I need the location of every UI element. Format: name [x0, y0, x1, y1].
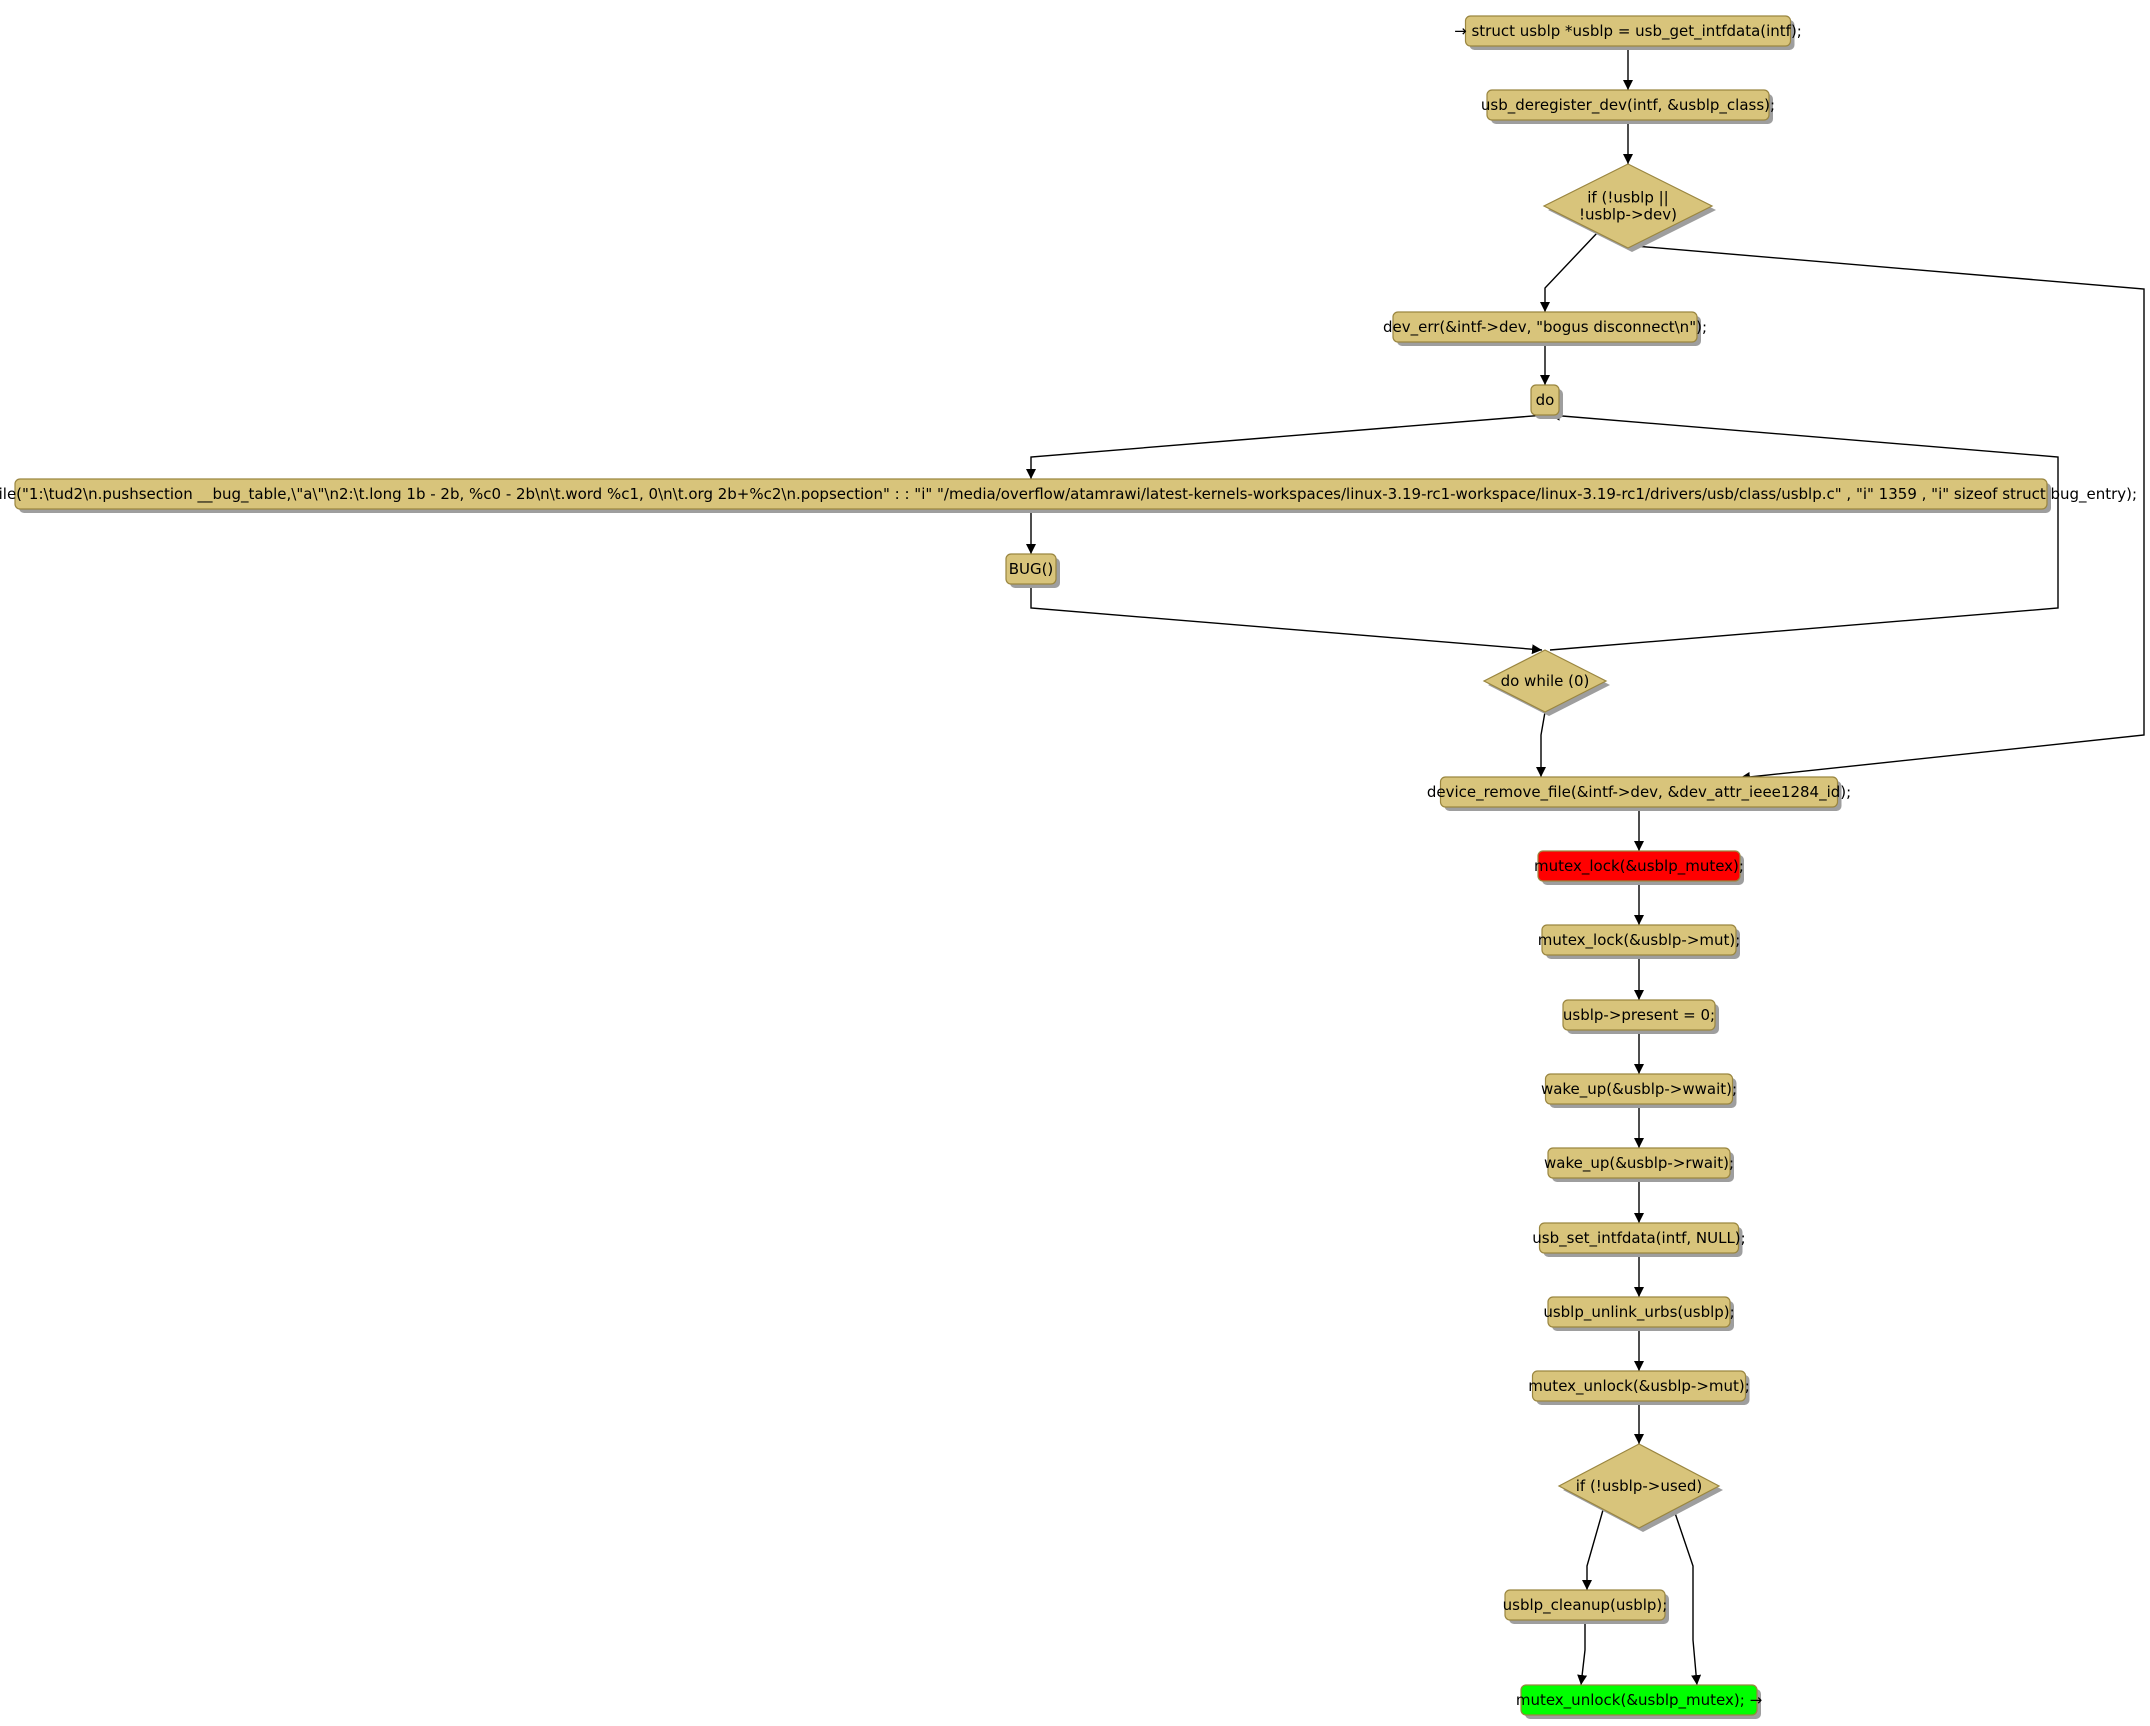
- node-label: wake_up(&usblp->rwait);: [1544, 1154, 1734, 1173]
- node-n11: mutex_lock(&usblp->mut);: [1538, 924, 1741, 959]
- node-label: if (!usblp->used): [1576, 1477, 1703, 1495]
- edge-n3-n9: [1634, 245, 2145, 782]
- node-label: device_remove_file(&intf->dev, &dev_attr…: [1427, 783, 1851, 802]
- node-n3: if (!usblp ||!usblp->dev): [1542, 163, 1716, 252]
- node-label: do: [1536, 391, 1555, 409]
- node-n18: if (!usblp->used): [1557, 1443, 1723, 1532]
- node-n12: usblp->present = 0;: [1562, 999, 1719, 1034]
- node-n16: usblp_unlink_urbs(usblp);: [1543, 1296, 1735, 1331]
- node-label: usblp_unlink_urbs(usblp);: [1543, 1303, 1734, 1322]
- node-n14: wake_up(&usblp->rwait);: [1544, 1147, 1734, 1182]
- node-n17: mutex_unlock(&usblp->mut);: [1528, 1370, 1750, 1405]
- node-n4: dev_err(&intf->dev, "bogus disconnect\n"…: [1383, 311, 1707, 346]
- node-label: mutex_lock(&usblp->mut);: [1538, 931, 1741, 950]
- statement-box: [1439, 776, 1839, 808]
- statement-box: [1562, 999, 1716, 1031]
- node-n19: usblp_cleanup(usblp);: [1503, 1589, 1669, 1624]
- statement-box: [1531, 1370, 1747, 1402]
- edge-n18-n20: [1673, 1509, 1702, 1686]
- statement-box: [1464, 15, 1792, 47]
- decision-diamond: [1557, 1443, 1721, 1529]
- edge-n3-n4: [1540, 231, 1599, 312]
- nodes: → struct usblp *usblp = usb_get_intfdata…: [0, 15, 2137, 1719]
- node-n15: usb_set_intfdata(intf, NULL);: [1532, 1222, 1746, 1257]
- node-label: usb_set_intfdata(intf, NULL);: [1532, 1229, 1745, 1248]
- statement-box: [1520, 1684, 1758, 1716]
- edges: [1026, 46, 2145, 1686]
- decision-diamond: [1542, 163, 1714, 249]
- edge-n19-n20: [1577, 1620, 1588, 1686]
- statement-box: [1541, 924, 1737, 956]
- node-n5: do: [1530, 384, 1563, 419]
- statement-box: [1547, 1147, 1731, 1179]
- node-n1: → struct usblp *usblp = usb_get_intfdata…: [1454, 15, 1802, 50]
- node-label: mutex_unlock(&usblp->mut);: [1528, 1377, 1750, 1396]
- statement-box: [1392, 311, 1698, 343]
- node-label: BUG(): [1009, 560, 1054, 578]
- node-n20: mutex_unlock(&usblp_mutex); →: [1516, 1684, 1762, 1719]
- node-label: usblp_cleanup(usblp);: [1503, 1596, 1668, 1615]
- edge-n7-n8: [1030, 584, 1543, 655]
- node-label: if (!usblp ||: [1587, 189, 1669, 207]
- edge-n5-n6: [1026, 414, 1546, 479]
- node-label: usblp->present = 0;: [1563, 1006, 1715, 1024]
- node-n6: asm volatile("1:\tud2\n.pushsection __bu…: [0, 478, 2137, 513]
- statement-box: [1547, 1296, 1731, 1328]
- statement-box: [1504, 1589, 1666, 1621]
- node-n9: device_remove_file(&intf->dev, &dev_attr…: [1427, 776, 1851, 811]
- node-label: wake_up(&usblp->wwait);: [1541, 1080, 1737, 1099]
- statement-box: [1537, 850, 1741, 882]
- node-n8: do while (0): [1482, 649, 1610, 716]
- node-label: mutex_lock(&usblp_mutex);: [1534, 857, 1744, 876]
- statement-box: [1005, 553, 1057, 585]
- node-n13: wake_up(&usblp->wwait);: [1541, 1073, 1737, 1108]
- edge-n18-n19: [1582, 1509, 1604, 1590]
- node-label: asm volatile("1:\tud2\n.pushsection __bu…: [0, 485, 2137, 504]
- statement-box: [14, 478, 2048, 510]
- decision-diamond: [1482, 649, 1608, 713]
- node-label: → struct usblp *usblp = usb_get_intfdata…: [1454, 22, 1802, 41]
- node-label: mutex_unlock(&usblp_mutex); →: [1516, 1691, 1762, 1710]
- node-n10: mutex_lock(&usblp_mutex);: [1534, 850, 1744, 885]
- edge-n8-n9: [1536, 711, 1546, 777]
- statement-box: [1544, 1073, 1734, 1105]
- node-n7: BUG(): [1005, 553, 1060, 588]
- node-label: !usblp->dev): [1579, 206, 1677, 224]
- node-label: usb_deregister_dev(intf, &usblp_class);: [1481, 96, 1775, 115]
- node-label: dev_err(&intf->dev, "bogus disconnect\n"…: [1383, 318, 1707, 337]
- statement-box: [1486, 89, 1770, 121]
- edge-n8-n5: [1549, 410, 2059, 651]
- statement-box: [1538, 1222, 1740, 1254]
- node-n2: usb_deregister_dev(intf, &usblp_class);: [1481, 89, 1775, 124]
- node-label: do while (0): [1501, 672, 1590, 690]
- statement-box: [1530, 384, 1560, 416]
